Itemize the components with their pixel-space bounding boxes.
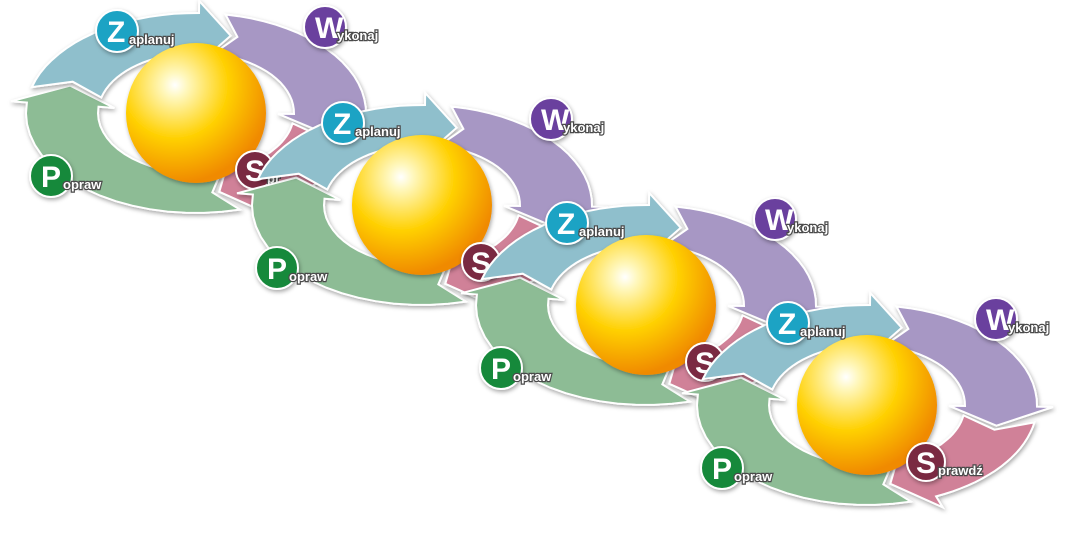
- plan-badge-circle: [545, 201, 589, 245]
- act-badge-circle: [29, 154, 73, 198]
- do-badge-letter: W: [315, 12, 344, 45]
- plan-badge-text: aplanuj: [579, 224, 625, 239]
- act-badge-letter: P: [712, 453, 732, 486]
- plan-badge-letter: Z: [333, 108, 351, 141]
- act-badge-text: opraw: [513, 369, 552, 384]
- act-badge-text: opraw: [63, 177, 102, 192]
- act-badge-text: opraw: [289, 269, 328, 284]
- act-badge-letter: P: [267, 253, 287, 286]
- plan-badge-text: aplanuj: [800, 324, 846, 339]
- act-badge-letter: P: [491, 353, 511, 386]
- do-badge-letter: W: [986, 304, 1015, 337]
- do-badge-text: ykonaj: [787, 220, 828, 235]
- do-badge-text: ykonaj: [337, 28, 378, 43]
- do-badge-circle: [974, 297, 1018, 341]
- do-badge-circle: [303, 5, 347, 49]
- center-sphere: [126, 43, 266, 183]
- do-badge-letter: W: [765, 204, 794, 237]
- center-sphere: [576, 235, 716, 375]
- plan-badge-circle: [95, 9, 139, 53]
- act-badge-circle: [479, 346, 523, 390]
- do-badge-text: ykonaj: [563, 120, 604, 135]
- plan-badge-letter: Z: [557, 208, 575, 241]
- do-badge-circle: [753, 197, 797, 241]
- check-badge-text: prawdź: [938, 463, 983, 478]
- plan-badge-circle: [766, 301, 810, 345]
- plan-badge-circle: [321, 101, 365, 145]
- plan-badge-letter: Z: [778, 308, 796, 341]
- do-badge-text: ykonaj: [1008, 320, 1049, 335]
- do-badge-letter: W: [541, 104, 570, 137]
- check-badge-circle: [906, 442, 946, 482]
- plan-badge-text: aplanuj: [355, 124, 401, 139]
- act-badge-circle: [255, 246, 299, 290]
- act-badge-letter: P: [41, 161, 61, 194]
- plan-badge-letter: Z: [107, 16, 125, 49]
- act-badge-circle: [700, 446, 744, 490]
- act-badge-text: opraw: [734, 469, 773, 484]
- center-sphere: [352, 135, 492, 275]
- plan-badge-text: aplanuj: [129, 32, 175, 47]
- check-badge-letter: S: [916, 447, 936, 480]
- center-sphere: [797, 335, 937, 475]
- do-badge-circle: [529, 97, 573, 141]
